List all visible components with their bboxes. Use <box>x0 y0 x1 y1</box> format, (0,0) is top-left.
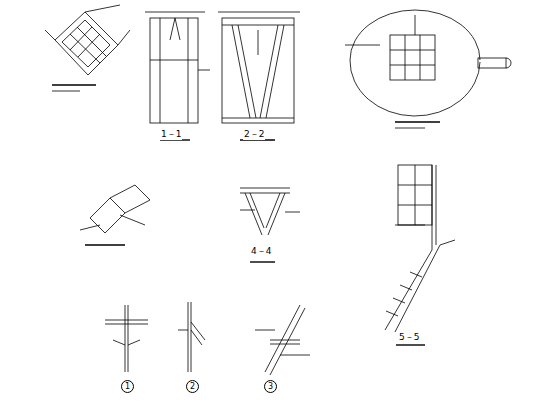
detail-2 <box>178 302 205 372</box>
section-label: 5－5 <box>398 333 420 343</box>
section-5-5 <box>385 165 455 345</box>
section-label: 2－2 <box>243 130 265 140</box>
callout-number: 1 <box>125 383 130 391</box>
detail-3 <box>255 305 310 375</box>
callout-number: 2 <box>190 383 195 391</box>
platform-plan <box>345 10 511 128</box>
section-label: 4－4 <box>250 247 272 257</box>
detail-callout: 1 <box>121 380 134 393</box>
connection-detail <box>80 185 150 245</box>
section-1-1 <box>145 12 210 140</box>
callout-number: 3 <box>268 383 273 391</box>
section-4-4 <box>240 188 300 262</box>
detail-callout: 2 <box>186 380 199 393</box>
section-label: 1－1 <box>160 130 182 140</box>
detail-1 <box>105 305 148 372</box>
section-2-2 <box>218 12 300 140</box>
plan-detail <box>45 5 130 91</box>
detail-callout: 3 <box>264 380 277 393</box>
